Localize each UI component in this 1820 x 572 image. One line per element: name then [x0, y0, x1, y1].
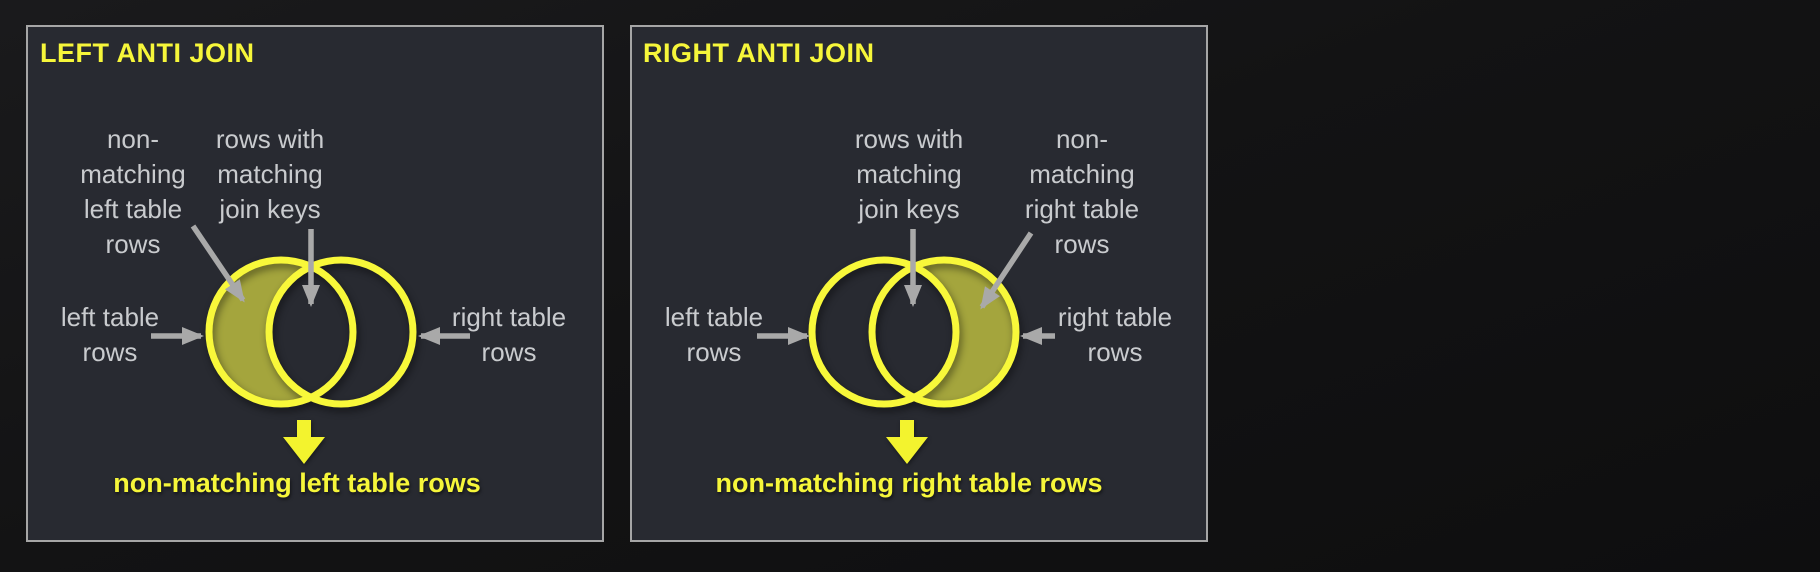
label-non-matching-left-rows: non- matching left table rows	[80, 124, 186, 259]
label-right-table-rows: right table rows	[451, 302, 567, 367]
result-text-left-anti-join: non-matching left table rows	[113, 468, 481, 498]
panel-right-anti-join: RIGHT ANTI JOIN rows with matching join …	[630, 25, 1208, 542]
result-text-right-anti-join: non-matching right table rows	[715, 468, 1103, 498]
panel-left-anti-join: LEFT ANTI JOIN non- matching left table …	[26, 25, 604, 542]
label-matching-join-keys: rows with matching join keys	[854, 124, 964, 224]
label-left-table-rows: left table rows	[60, 302, 160, 367]
label-left-table-rows: left table rows	[664, 302, 764, 367]
panel-title-left-anti-join: LEFT ANTI JOIN	[40, 38, 255, 68]
label-non-matching-right-rows: non- matching right table rows	[1024, 124, 1140, 259]
label-right-table-rows: right table rows	[1057, 302, 1173, 367]
panel-title-right-anti-join: RIGHT ANTI JOIN	[643, 38, 875, 68]
label-matching-join-keys: rows with matching join keys	[215, 124, 325, 224]
